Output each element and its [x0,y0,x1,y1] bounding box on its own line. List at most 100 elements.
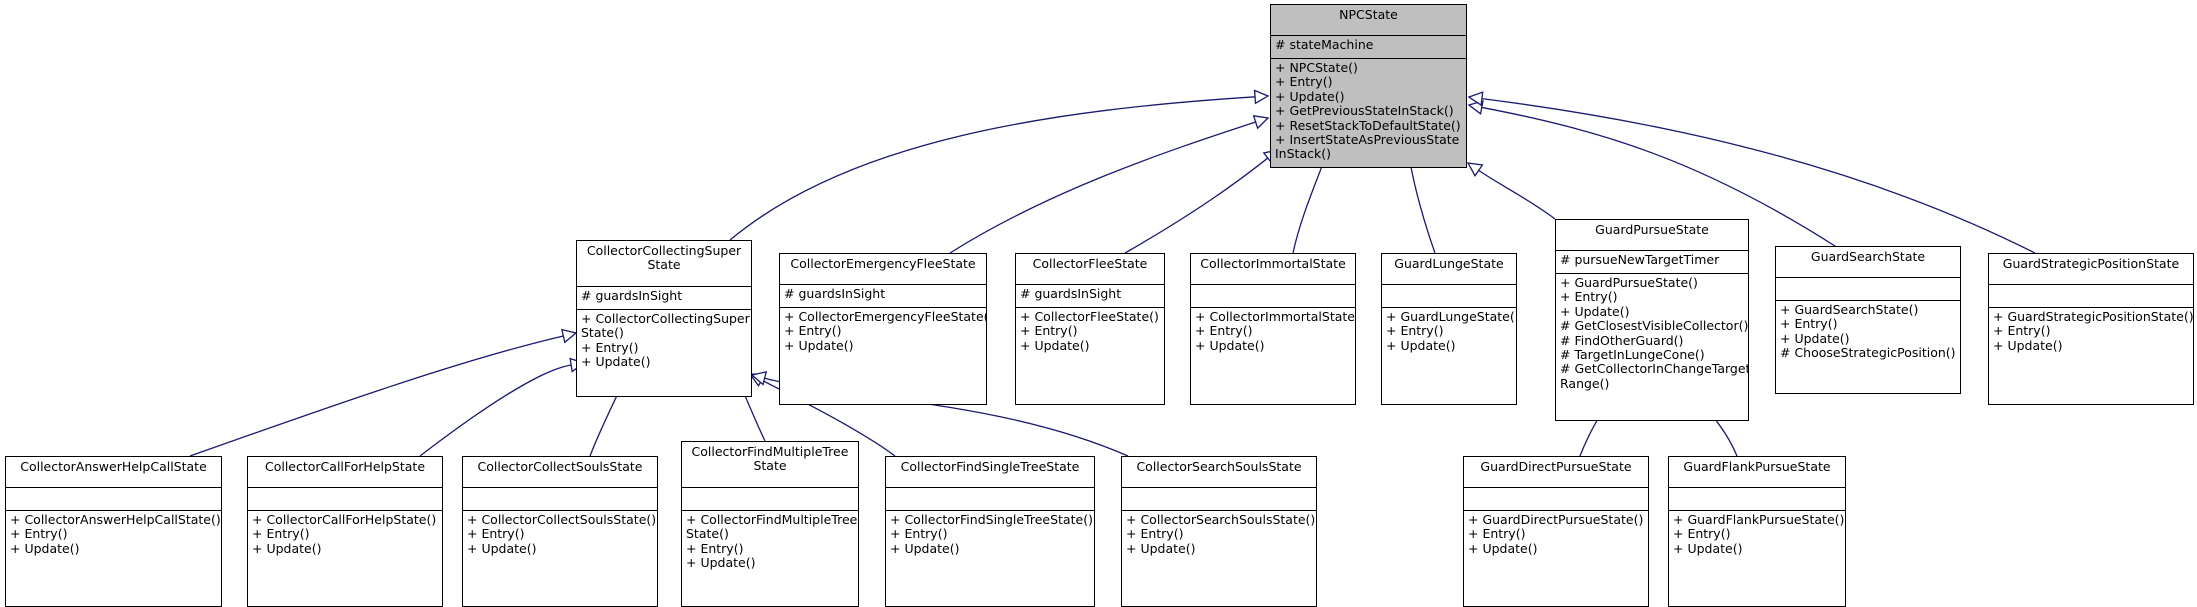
class-name-line: CollectorSearchSoulsState [1136,459,1302,474]
class-name-line: CollectorEmergencyFleeState [790,256,976,271]
class-methods: + CollectorCollectSoulsState()+ Entry()+… [463,510,657,606]
class-methods: + GuardStrategicPositionState()+ Entry()… [1989,307,2193,404]
class-box-pursue: GuardPursueState # pursueNewTargetTimer + … [1555,219,1749,421]
class-box-collectsouls: CollectorCollectSoulsState + CollectorCol… [462,456,658,607]
method-line: + CollectorFindMultipleTree [686,512,858,527]
class-methods: + CollectorAnswerHelpCallState()+ Entry(… [6,510,221,606]
inheritance-edge-emergencyflee [949,121,1256,254]
inheritance-edge-collectingsuper [729,96,1256,241]
method-line: + Entry() [252,526,310,542]
inheritance-edge-flee [1124,157,1269,254]
method-line: + Update() [1386,337,1456,353]
class-methods: + CollectorImmortalState()+ Entry()+ Upd… [1191,307,1355,404]
class-box-flee: CollectorFleeState # guardsInSight + Colle… [1015,253,1165,405]
inheritance-edge-answerhelp [189,335,564,457]
method-line: InStack() [1275,146,1331,162]
class-attributes: # guardsInSight [1016,284,1164,307]
method-line: + NPCState() [1275,60,1358,75]
class-name-line: GuardPursueState [1595,222,1709,237]
method-line: + Entry() [10,526,68,542]
method-line: + Update() [467,540,537,556]
method-line: + GuardDirectPursueState() [1468,512,1644,527]
class-attributes [1191,284,1355,307]
class-attributes [463,487,657,510]
method-line: + CollectorFindSingleTreeState() [890,512,1093,527]
class-title: CollectorFleeState [1016,254,1164,284]
class-title: CollectorCollectSoulsState [463,457,657,487]
method-line: + Update() [1126,540,1196,556]
inheritance-edge-immortal [1292,161,1325,254]
method-line: + GuardPursueState() [1560,275,1698,290]
class-box-npcstate: NPCState# stateMachine+ NPCState()+ Entr… [1270,4,1467,168]
class-methods: + GuardSearchState()+ Entry()+ Update()#… [1776,300,1960,393]
method-line: + Update() [686,555,756,571]
class-name-line: State [647,257,681,273]
method-line: + Entry() [1386,323,1444,339]
class-attributes: # guardsInSight [577,286,751,309]
class-diagram: NPCState# stateMachine+ NPCState()+ Entr… [5,4,2194,607]
method-line: + Entry() [1195,323,1253,339]
class-methods: + CollectorFindSingleTreeState()+ Entry(… [886,510,1094,606]
method-line: + InsertStateAsPreviousState [1275,132,1460,148]
method-line: + CollectorFleeState() [1020,309,1159,324]
class-box-answerhelp: CollectorAnswerHelpCallState + CollectorA… [5,456,222,607]
method-line: + Entry() [1126,526,1184,542]
class-attributes [682,487,858,510]
method-line: + GuardStrategicPositionState() [1993,309,2193,324]
inheritance-arrowhead [1467,91,1484,107]
class-box-flankpursue: GuardFlankPursueState + GuardFlankPursueS… [1668,456,1846,607]
class-name-line: CollectorCollectingSuper [586,243,742,258]
class-attributes [1382,284,1516,307]
inheritance-arrowhead [750,371,768,386]
class-attributes: # stateMachine [1271,35,1466,58]
class-methods: + GuardPursueState()+ Entry()+ Update()#… [1556,273,1748,420]
method-line: + Update() [1275,88,1345,104]
method-line: + GuardSearchState() [1780,302,1919,317]
method-line: + Update() [1780,330,1850,346]
class-name-line: GuardDirectPursueState [1480,459,1632,474]
inheritance-arrowhead [1253,89,1270,105]
method-line: + CollectorSearchSoulsState() [1126,512,1316,527]
method-line: + Entry() [686,540,744,556]
class-attributes [248,487,442,510]
class-name-line: CollectorFindMultipleTree [691,444,849,459]
method-line: + Entry() [1993,323,2051,339]
method-line: + Update() [1993,337,2063,353]
class-name-line: CollectorCollectSoulsState [477,459,643,474]
inheritance-edge-lunge [1409,162,1436,254]
inheritance-edge-strategic [1481,97,2036,254]
class-attributes [1464,487,1648,510]
class-box-immortal: CollectorImmortalState + CollectorImmorta… [1190,253,1356,405]
class-attributes [6,487,221,510]
class-methods: + GuardDirectPursueState()+ Entry()+ Upd… [1464,510,1648,606]
class-name-line: CollectorImmortalState [1200,256,1346,271]
class-title: GuardPursueState [1556,220,1748,250]
class-methods: + GuardFlankPursueState()+ Entry()+ Upda… [1669,510,1845,606]
attribute-line: # pursueNewTargetTimer [1560,252,1720,267]
method-line: + ResetStackToDefaultState() [1275,117,1461,133]
method-line: State() [686,526,729,542]
class-attributes: # pursueNewTargetTimer [1556,250,1748,273]
method-line: + CollectorEmergencyFleeState() [784,309,986,324]
attribute-line: # guardsInSight [581,288,683,303]
class-name-line: CollectorCallForHelpState [264,459,426,474]
method-line: + Entry() [1468,526,1526,542]
method-line: + Entry() [1020,323,1078,339]
inheritance-edge-callforhelp [419,364,572,457]
class-name-line: GuardFlankPursueState [1683,459,1831,474]
method-line: + Update() [10,540,80,556]
class-box-directpursue: GuardDirectPursueState + GuardDirectPursu… [1463,456,1649,607]
class-methods: + CollectorCallForHelpState()+ Entry()+ … [248,510,442,606]
inheritance-edge-search [1481,106,1836,247]
method-line: # ChooseStrategicPosition() [1780,345,1956,361]
method-line: + Update() [1560,303,1630,319]
method-line: + CollectorCollectSoulsState() [467,512,657,527]
class-name-line: CollectorFleeState [1032,256,1148,271]
class-title: GuardLungeState [1382,254,1516,284]
class-title: CollectorAnswerHelpCallState [6,457,221,487]
class-box-callforhelp: CollectorCallForHelpState + CollectorCall… [247,456,443,607]
